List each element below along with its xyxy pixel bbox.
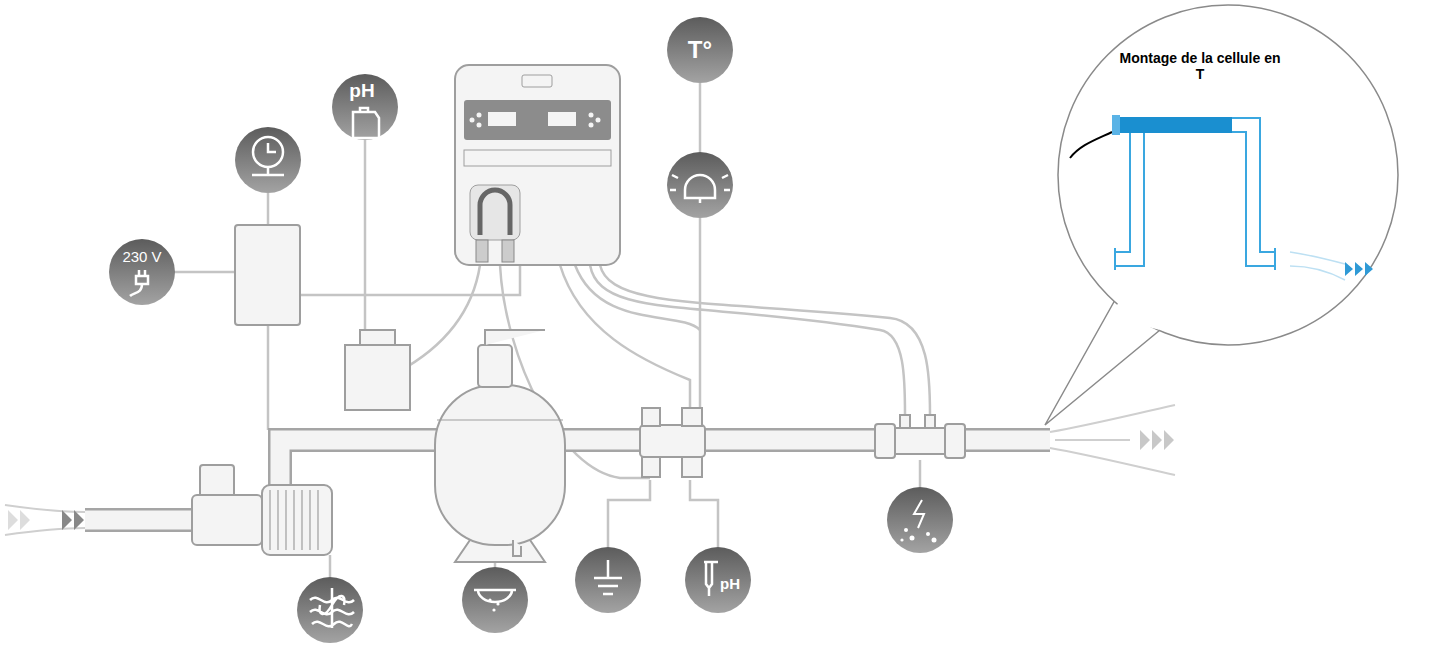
icon-node: pH [337, 80, 387, 102]
callout-node: Montage de la cellule en T [1115, 50, 1285, 82]
icon-glyphs [130, 108, 924, 628]
flow-arrows [8, 430, 1174, 530]
sensor-manifold [640, 408, 705, 477]
icon-node: T° [672, 36, 728, 64]
icon-label: pH [349, 80, 374, 102]
icon-label: 230 V [122, 248, 161, 265]
icon-dots [488, 528, 936, 612]
electrolysis-cell [875, 415, 965, 458]
callout-title: Montage de la cellule en T [1115, 50, 1285, 82]
controller [455, 65, 620, 265]
control-box [235, 225, 410, 410]
icon-label: T° [688, 36, 712, 64]
icon-label: pH [720, 575, 740, 592]
callout-bubble [1045, 5, 1398, 425]
icon-node: pH [713, 575, 747, 592]
pump [192, 465, 332, 555]
filter-tank [435, 330, 565, 562]
icon-circles [109, 17, 953, 643]
icon-node: 230 V [112, 248, 172, 265]
flow-lines [5, 405, 1175, 535]
